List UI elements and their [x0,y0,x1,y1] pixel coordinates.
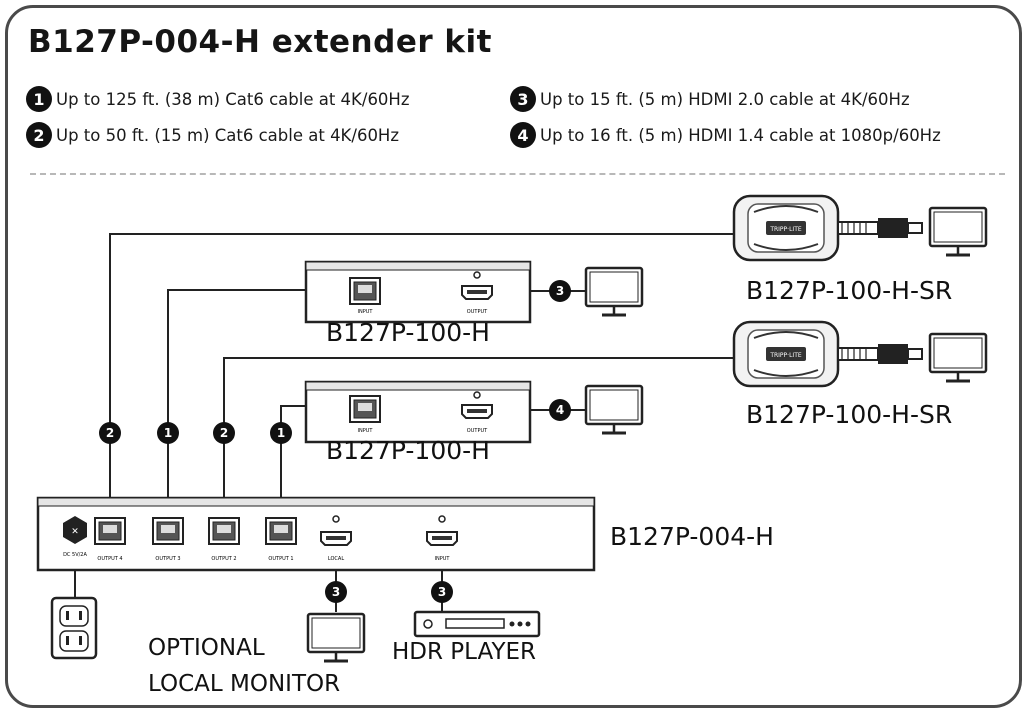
legend-text-1: Up to 125 ft. (38 m) Cat6 cable at 4K/60… [56,89,410,109]
legend-divider [30,173,1005,175]
svg-text:4: 4 [556,403,564,417]
sr-receiver-top: TRIPP·LITE [732,194,988,262]
sr-bottom-brand: TRIPP·LITE [769,352,802,359]
transmitter-unit: ✕ DC 5V/2A OUTPUT 4 OUTPUT 3 OUTPUT 2 OU… [36,496,596,572]
legend-item-4: 4 Up to 16 ft. (5 m) HDMI 1.4 cable at 1… [510,122,941,148]
diagram-frame [5,5,1022,708]
badge-output2: 2 [213,422,235,444]
device-label-rx-bottom: B127P-100-H [326,436,490,465]
badge-hdmi-rx-top: 3 [549,280,571,302]
badge-output1: 1 [270,422,292,444]
rx-bottom-output-label: OUTPUT [467,428,488,434]
legend-text-3: Up to 15 ft. (5 m) HDMI 2.0 cable at 4K/… [540,89,910,109]
receiver-top: INPUT OUTPUT [304,260,532,324]
sr-receiver-bottom: TRIPP·LITE [732,320,988,388]
legend-number-4: 4 [510,122,536,148]
receiver-bottom: INPUT OUTPUT [304,380,532,444]
badge-hdmi-local: 3 [325,581,347,603]
label-optional-local-monitor: OPTIONAL LOCAL MONITOR [148,630,340,702]
cable-badges: 2 1 2 1 3 4 3 3 [99,280,571,603]
legend-number-2: 2 [26,122,52,148]
rx-bottom-input-label: INPUT [358,428,374,434]
label-local-monitor: LOCAL MONITOR [148,671,341,697]
power-port-label: DC 5V/2A [63,552,87,558]
svg-text:2: 2 [220,426,228,440]
badge-hdmi-input: 3 [431,581,453,603]
device-label-sr-bottom: B127P-100-H-SR [746,400,953,429]
monitor-rx-bottom [584,384,644,435]
port-label-output4: OUTPUT 4 [97,556,122,562]
device-label-rx-top: B127P-100-H [326,318,490,347]
svg-text:3: 3 [332,585,340,599]
svg-text:3: 3 [438,585,446,599]
rx-top-output-label: OUTPUT [467,309,488,315]
device-label-transmitter: B127P-004-H [610,522,774,551]
monitor-rx-top [584,266,644,317]
legend-number-1: 1 [26,86,52,112]
port-label-output3: OUTPUT 3 [155,556,180,562]
badge-output4: 2 [99,422,121,444]
sr-top-brand: TRIPP·LITE [769,226,802,233]
legend-item-2: 2 Up to 50 ft. (15 m) Cat6 cable at 4K/6… [26,122,399,148]
port-label-local: LOCAL [328,556,344,562]
port-label-output1: OUTPUT 1 [268,556,293,562]
svg-text:1: 1 [164,426,172,440]
diagram-title: B127P-004-H extender kit [28,24,492,60]
legend-text-4: Up to 16 ft. (5 m) HDMI 1.4 cable at 108… [540,125,941,145]
svg-text:1: 1 [277,426,285,440]
label-hdr-player: HDR PLAYER [392,639,537,665]
svg-text:3: 3 [556,284,564,298]
port-label-output2: OUTPUT 2 [211,556,236,562]
svg-text:✕: ✕ [71,527,79,537]
badge-hdmi-rx-bottom: 4 [549,399,571,421]
wall-outlet [50,596,98,660]
legend-item-3: 3 Up to 15 ft. (5 m) HDMI 2.0 cable at 4… [510,86,910,112]
rx-top-input-label: INPUT [358,309,374,315]
legend-number-3: 3 [510,86,536,112]
label-optional: OPTIONAL [148,635,265,661]
port-label-input: INPUT [435,556,451,562]
badge-output3: 1 [157,422,179,444]
device-label-sr-top: B127P-100-H-SR [746,276,953,305]
legend-item-1: 1 Up to 125 ft. (38 m) Cat6 cable at 4K/… [26,86,410,112]
legend-text-2: Up to 50 ft. (15 m) Cat6 cable at 4K/60H… [56,125,400,145]
hdr-player [413,610,541,638]
cable-output2-to-sr-bottom [223,357,736,518]
svg-text:2: 2 [106,426,114,440]
